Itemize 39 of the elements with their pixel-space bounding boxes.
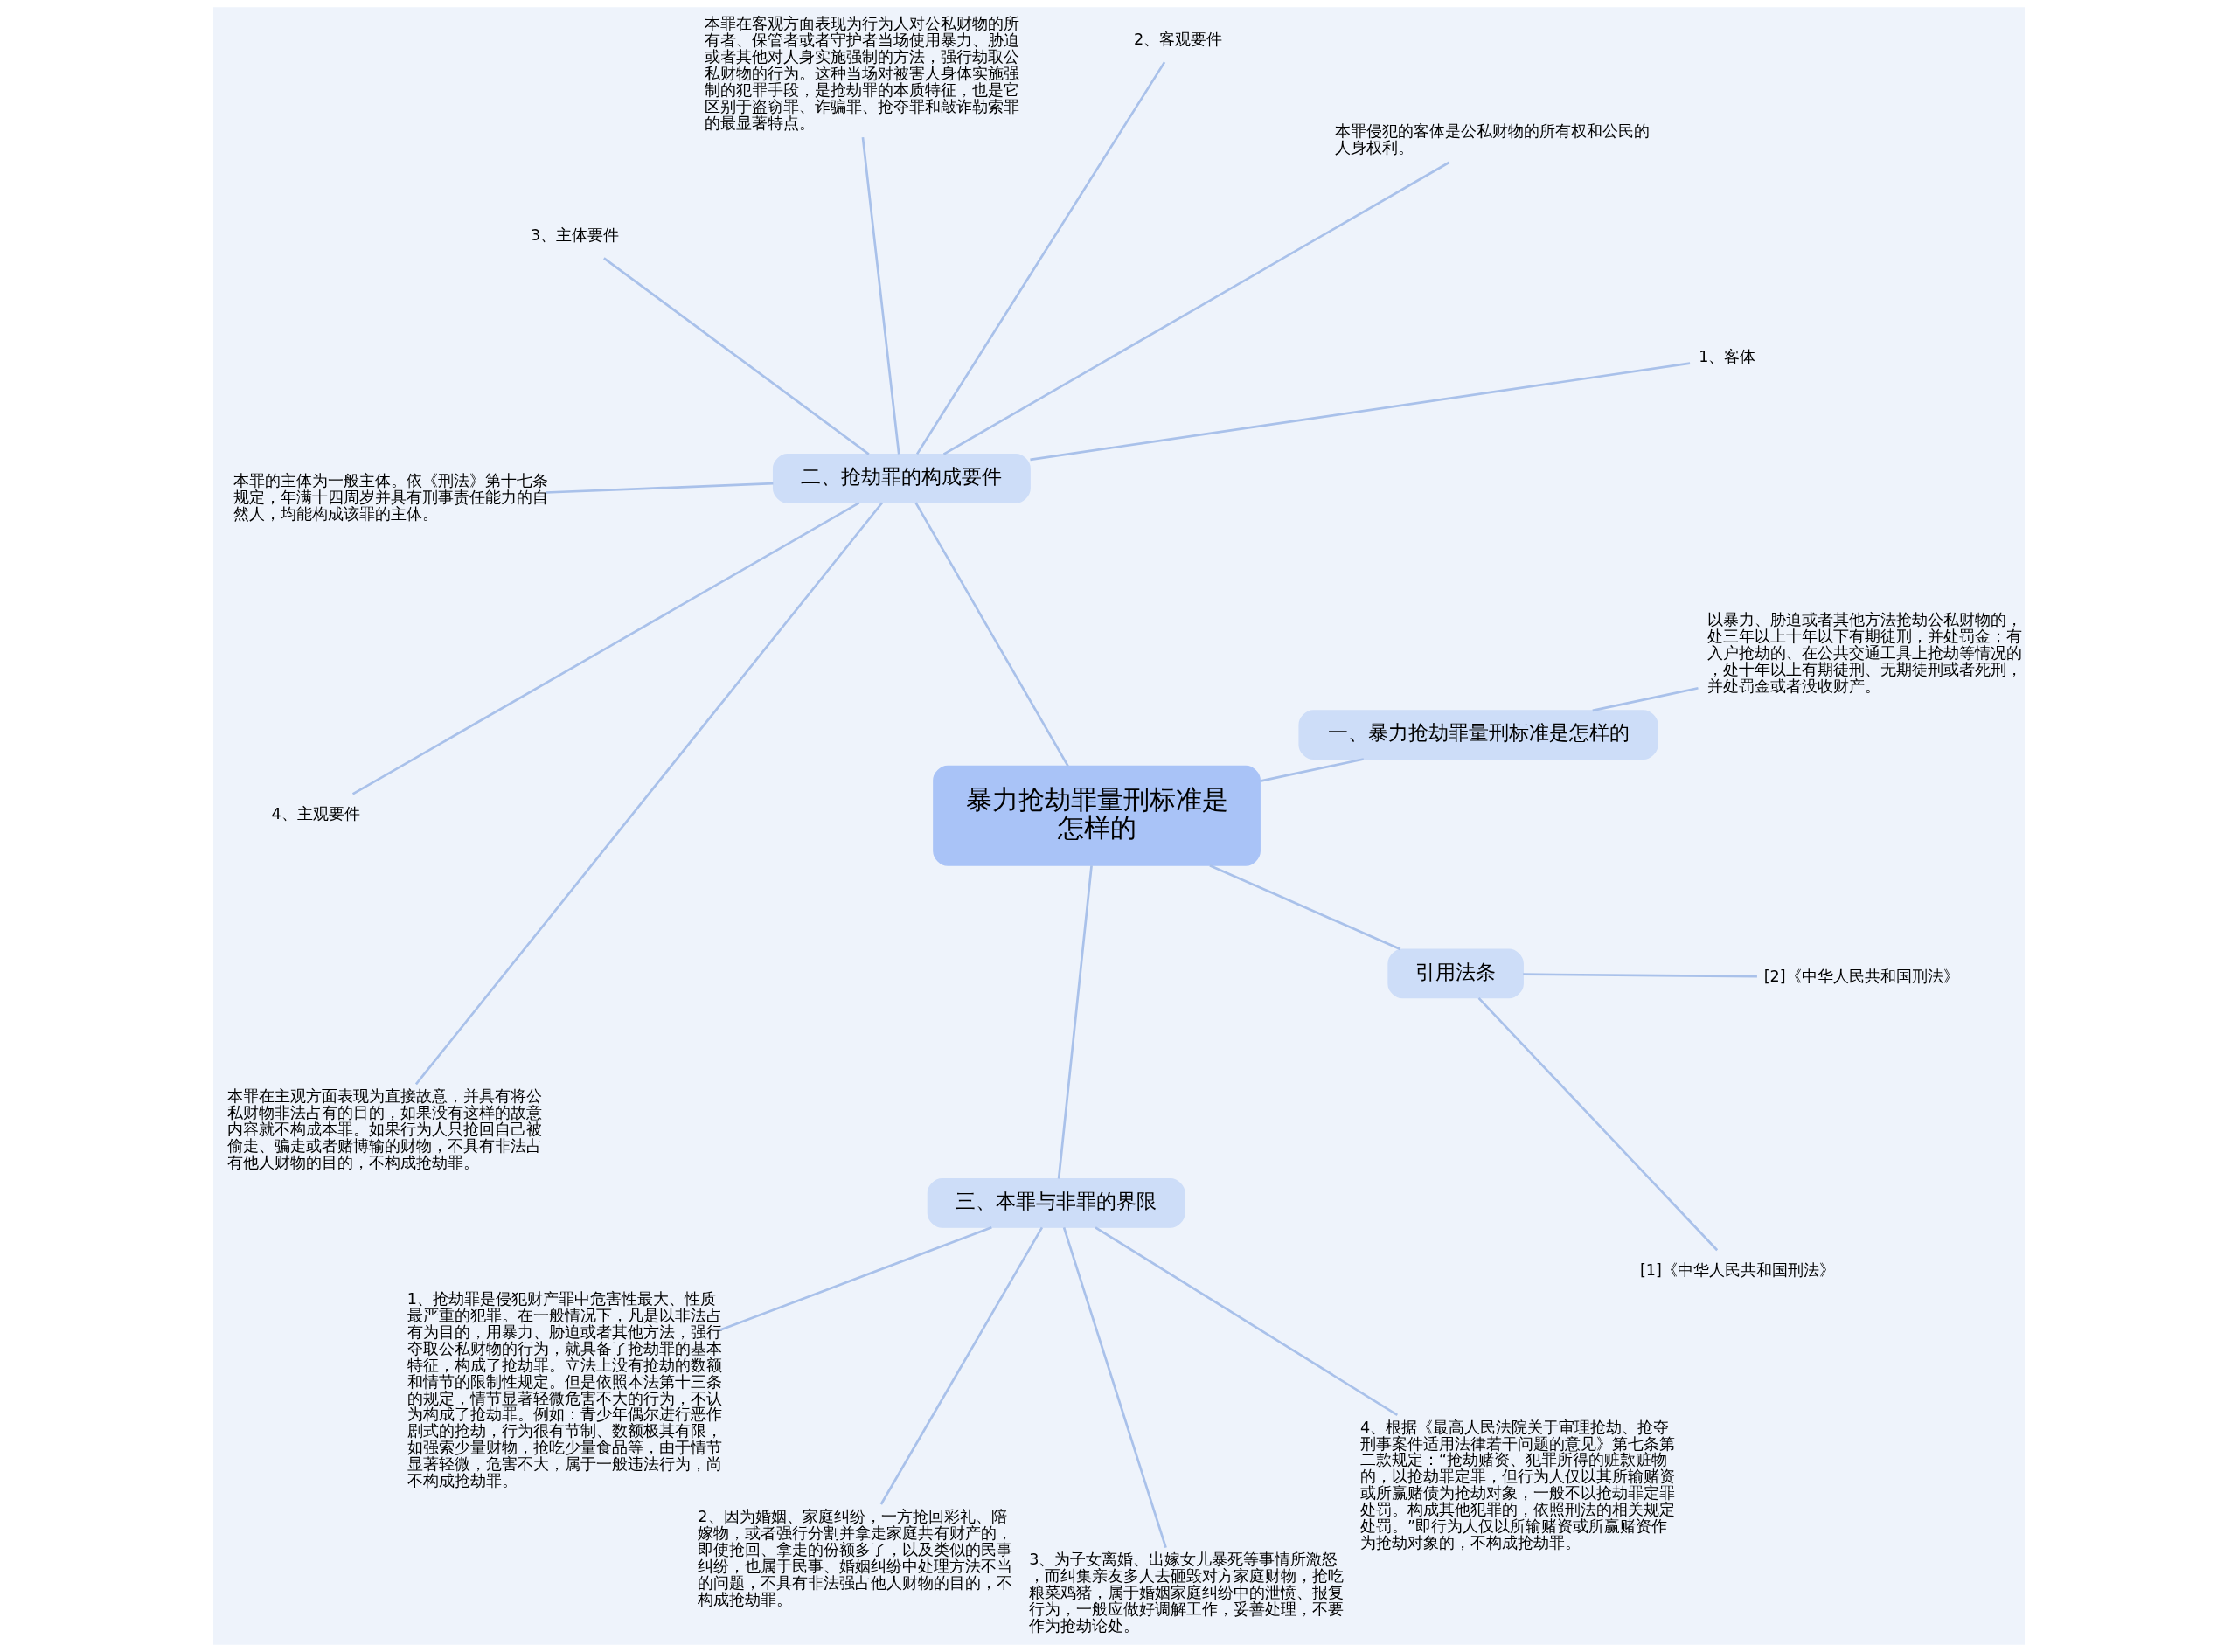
node-text: 1、抢劫罪是侵犯财产罪中危害性最大、性质最严重的犯罪。在一般情况下，凡是以非法占有为目的，用暴力、胁迫或者其他方法，强行夺取公私财物的行为，就具备了抢劫罪的基本特征，构成了抢劫罪。立法上没有抢劫的数额和情节的限制性规定。但是依照本法第十三条的规定，情节显著轻微危害不大的行为，不认为构成了抢劫罪。例如：青少年偶尔进行恶作剧式的抢劫，行为很有节制、数额极其有限，如强索少量财物，抢吃少量食品等，由于情节显著轻微，危害不大，属于一般违法行为，尚不构成抢劫罪。 bbox=[407, 1289, 722, 1490]
node-text: 2、客观要件 bbox=[1133, 31, 1223, 49]
connector bbox=[546, 482, 774, 494]
connector bbox=[603, 257, 870, 455]
node-text: 4、根据《最高人民法院关于审理抢劫、抢夺刑事案件适用法律若干问题的意见》第七条第二款规定：“抢劫赌资、犯罪所得的赃款赃物的，以抢劫罪定罪，但行为人仅以其所输赌资或所赢赌债为抢劫对象，一般不以抢劫罪定罪处罚。构成其他犯罪的，依照刑法的相关规定处罚。”即行为人仅以所输赌资或所赢赌资作为抢劫对象的，不构成抢劫罪。 bbox=[1360, 1418, 1676, 1552]
node-text: 本罪在主观方面表现为直接故意，并具有将公私财物非法占有的目的，如果没有这样的故意内容就不构成本罪。如果行为人只抢回自己被偷走、骗走或者赌博输的财物，不具有非法占有他人财物的目的，不构成抢劫罪。 bbox=[227, 1087, 543, 1172]
node-text: 3、主体要件 bbox=[531, 226, 620, 245]
connector bbox=[942, 161, 1450, 455]
connector bbox=[1477, 996, 1719, 1252]
connector bbox=[1523, 973, 1757, 978]
connector bbox=[879, 1226, 1044, 1505]
node-text: 1、客体 bbox=[1699, 347, 1756, 365]
connector bbox=[915, 61, 1166, 455]
node-box: 一、暴力抢劫罪量刑标准是怎样的 bbox=[1298, 710, 1658, 760]
node-text: 以暴力、胁迫或者其他方法抢劫公私财物的，处三年以上十年以下有期徒刑，并处罚金；有入户抢劫的、在公共交通工具上抢劫等情况的，处十年以上有期徒刑、无期徒刑或者死刑，并处罚金或者没收财产。 bbox=[1707, 610, 2023, 695]
node-text: 3、为子女离婚、出嫁女儿暴死等事情所激怒，而纠集亲友多人去砸毁对方家庭财物，抢吃粮菜鸡猪，属于婚姻家庭纠纷中的泄愤、报复行为，一般应做好调解工作，妥善处理，不要作为抢劫论处。 bbox=[1029, 1551, 1345, 1635]
connector bbox=[1260, 758, 1365, 782]
node-box: 引用法条 bbox=[1387, 948, 1524, 999]
connector bbox=[1209, 864, 1401, 951]
connector bbox=[719, 1226, 992, 1332]
node-text: 本罪侵犯的客体是公私财物的所有权和公民的人身权利。 bbox=[1335, 122, 1651, 157]
connector bbox=[1030, 362, 1691, 462]
node-text: [2]《中华人民共和国刑法》 bbox=[1763, 967, 1959, 985]
connector bbox=[1057, 865, 1093, 1179]
node-box: 暴力抢劫罪量刑标准是怎样的 bbox=[933, 765, 1261, 866]
connector bbox=[1062, 1227, 1167, 1549]
connector bbox=[1095, 1226, 1399, 1417]
connector bbox=[351, 502, 860, 795]
node-text: 4、主观要件 bbox=[271, 805, 360, 823]
node-box: 二、抢劫罪的构成要件 bbox=[772, 453, 1031, 503]
node-text: 本罪的主体为一般主体。依《刑法》第十七条规定，年满十四周岁并具有刑事责任能力的自然人，均能构成该罪的主体。 bbox=[233, 472, 548, 524]
connector bbox=[861, 137, 900, 455]
node-text: 本罪在客观方面表现为行为人对公私财物的所有者、保管者或者守护者当场使用暴力、胁迫或者其他对人身实施强制的方法，强行劫取公私财物的行为。这种当场对被害人身体实施强制的犯罪手段，是抢劫罪的本质特征，也是它区别于盗窃罪、诈骗罪、抢夺罪和敲诈勒索罪的最显著特点。 bbox=[704, 15, 1019, 132]
connector bbox=[414, 502, 884, 1086]
node-text: [1]《中华人民共和国刑法》 bbox=[1639, 1261, 1835, 1280]
node-box: 三、本罪与非罪的界限 bbox=[927, 1178, 1185, 1228]
connector bbox=[1592, 686, 1699, 712]
node-text: 2、因为婚姻、家庭纠纷，一方抢回彩礼、陪嫁物，或者强行分割并拿走家庭共有财产的，即使抢回、拿走的份额多了，以及类似的民事纠纷，也属于民事、婚姻纠纷中处理方法不当的问题，不具有非法强占他人财物的目的，不构成抢劫罪。 bbox=[698, 1507, 1013, 1608]
connector bbox=[914, 502, 1069, 767]
